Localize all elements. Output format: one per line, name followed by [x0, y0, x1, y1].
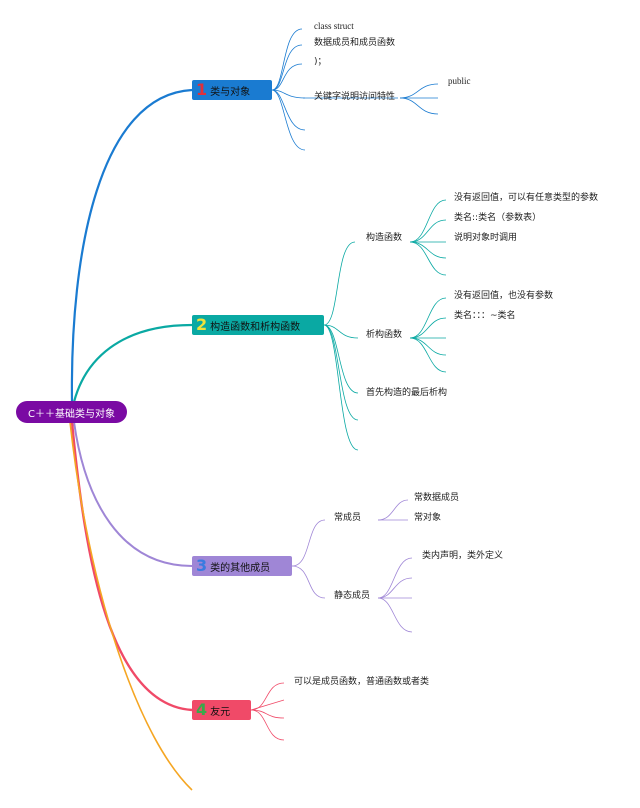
branch-2-number: 2	[196, 315, 208, 334]
root-label: C＋＋基础类与对象	[28, 408, 115, 420]
node-destructor-detail-2[interactable]: 类名：：：~类名	[454, 311, 516, 321]
branch-1-label: 类与对象	[210, 86, 251, 98]
branch-1-node[interactable]: 1 类与对象	[192, 80, 272, 100]
branch-3-connectors	[291, 499, 413, 633]
branch-line-3	[73, 421, 193, 567]
node-data-members-functions[interactable]: 数据成员和成员函数	[314, 38, 396, 48]
node-const-data-members[interactable]: 常数据成员	[414, 493, 460, 503]
branch-4-label: 友元	[210, 706, 231, 718]
branch-2-label: 构造函数和析构函数	[210, 321, 301, 333]
branch-3-node[interactable]: 3 类的其他成员	[192, 556, 292, 576]
node-constructor-detail-1[interactable]: 没有返回值，可以有任意类型的参数	[454, 193, 599, 203]
node-static-declare-define[interactable]: 类内声明，类外定义	[422, 551, 504, 561]
node-destructor[interactable]: 析构函数	[366, 330, 403, 340]
node-friend-detail[interactable]: 可以是成员函数，普通函数或者类	[294, 677, 430, 687]
node-construct-order[interactable]: 首先构造的最后析构	[366, 388, 448, 398]
node-constructor-detail-3[interactable]: 说明对象时调用	[454, 233, 518, 243]
branch-4-number: 4	[196, 700, 208, 719]
branch-4-node[interactable]: 4 友元	[192, 700, 251, 720]
node-public[interactable]: public	[448, 76, 471, 86]
node-class-struct[interactable]: class struct	[314, 21, 354, 31]
branch-line-1	[70, 88, 193, 403]
branch-3-number: 3	[196, 556, 208, 575]
root-node[interactable]: C＋＋基础类与对象	[16, 401, 127, 423]
branch-4-connectors	[250, 682, 285, 741]
branch-2-node[interactable]: 2 构造函数和析构函数	[192, 315, 324, 335]
node-access-keywords[interactable]: 关键字说明访问特性	[314, 92, 396, 102]
node-const-objects[interactable]: 常对象	[414, 513, 442, 523]
node-const-members[interactable]: 常成员	[334, 513, 362, 523]
node-destructor-detail-1[interactable]: 没有返回值，也没有参数	[454, 291, 554, 301]
node-constructor[interactable]: 构造函数	[366, 233, 403, 243]
node-paren-semicolon[interactable]: )；	[314, 57, 327, 67]
branch-line-2	[72, 323, 193, 403]
branch-line-4	[70, 421, 193, 712]
branch-1-number: 1	[196, 80, 208, 99]
branch-2-connectors	[323, 199, 447, 451]
node-constructor-detail-2[interactable]: 类名::类名（参数表）	[454, 213, 542, 223]
branch-3-label: 类的其他成员	[210, 562, 271, 574]
node-static-members[interactable]: 静态成员	[334, 591, 371, 601]
branch-line-5	[69, 421, 193, 791]
branch-1-connectors	[271, 28, 439, 151]
